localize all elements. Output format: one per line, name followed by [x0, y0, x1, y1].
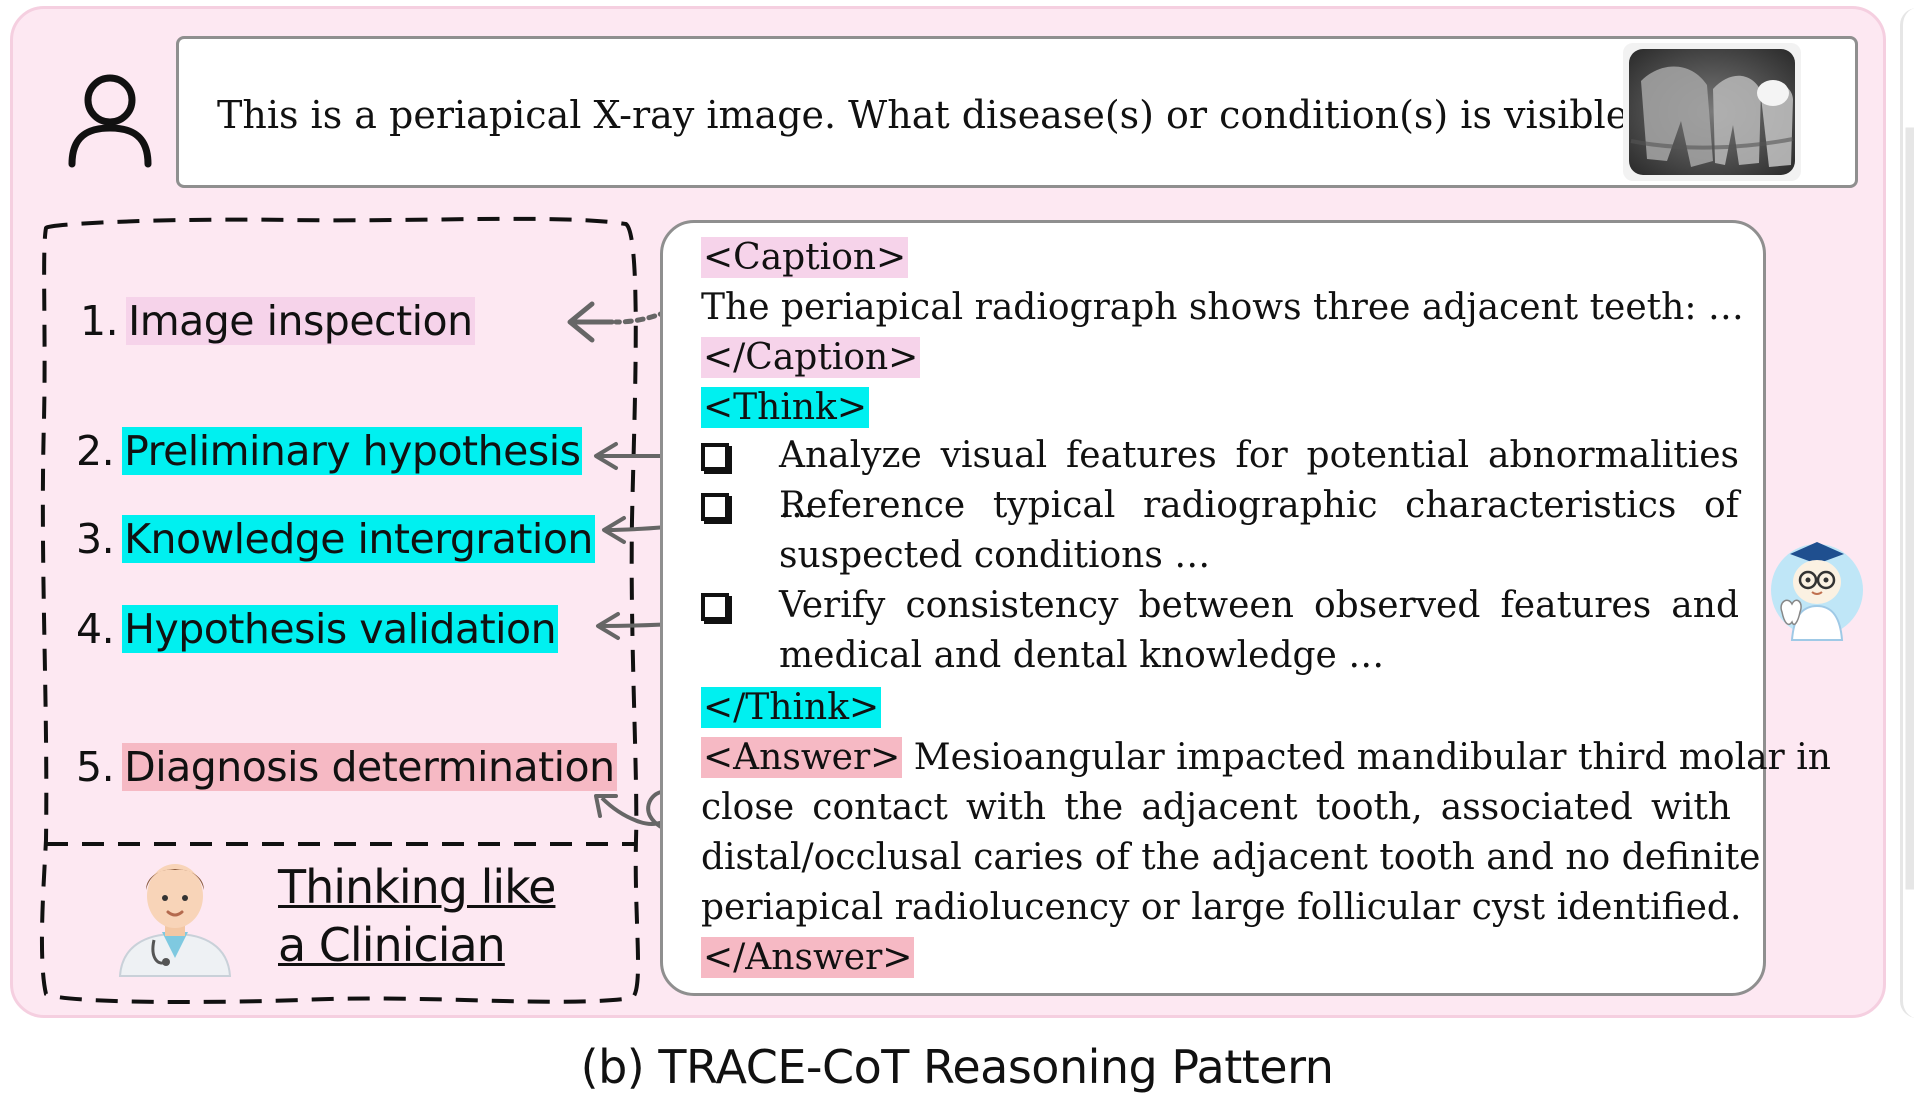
answer-line-3: distal/occlusal caries of the adjacent t…: [701, 837, 1761, 878]
checkbox-icon: [701, 593, 729, 621]
think-open-tag: <Think>: [701, 387, 870, 428]
clinician-avatar-icon: [118, 864, 232, 977]
answer-first-line: <Answer> Mesioangular impacted mandibula…: [701, 737, 1831, 778]
figure-caption: (b) TRACE-CoT Reasoning Pattern: [580, 1040, 1334, 1094]
step-image-inspection: 1.Image inspection: [80, 297, 475, 345]
question-box: This is a periapical X-ray image. What d…: [176, 36, 1858, 188]
answer-line-2: close contact with the adjacent tooth, a…: [701, 787, 1731, 828]
checkbox-icon: [701, 443, 729, 471]
step-preliminary-hypothesis: 2.Preliminary hypothesis: [76, 427, 583, 475]
xray-image: [1623, 43, 1801, 181]
clinician-label: Thinking like a Clinician: [278, 860, 556, 972]
steps-box: 1.Image inspection 2.Preliminary hypothe…: [40, 218, 640, 1004]
caption-text: The periapical radiograph shows three ad…: [701, 287, 1744, 328]
reasoning-box: <Caption> The periapical radiograph show…: [660, 220, 1831, 996]
checkbox-icon: [701, 493, 729, 521]
step-hypothesis-validation: 4.Hypothesis validation: [76, 605, 559, 653]
think-bullet-3: Verify consistency between observed feat…: [779, 585, 1739, 676]
adjacent-panel-edge: [1900, 8, 1914, 1018]
question-text: This is a periapical X-ray image. What d…: [217, 93, 1749, 137]
think-close-tag: </Think>: [701, 687, 882, 728]
caption-open-tag: <Caption>: [701, 237, 909, 278]
caption-close-tag: </Caption>: [701, 337, 921, 378]
think-bullet-2: Reference typical radiographic character…: [779, 485, 1739, 576]
answer-line-4: periapical radiolucency or large follicu…: [701, 887, 1742, 928]
doctor-mascot-icon: [1771, 542, 1863, 641]
step-knowledge-integration: 3.Knowledge intergration: [76, 515, 595, 563]
step-diagnosis-determination: 5.Diagnosis determination: [76, 743, 617, 791]
answer-close-tag: </Answer>: [701, 937, 915, 978]
think-bullet-1: Analyze visual features for potential ab…: [779, 435, 1739, 526]
user-icon: [68, 74, 152, 168]
